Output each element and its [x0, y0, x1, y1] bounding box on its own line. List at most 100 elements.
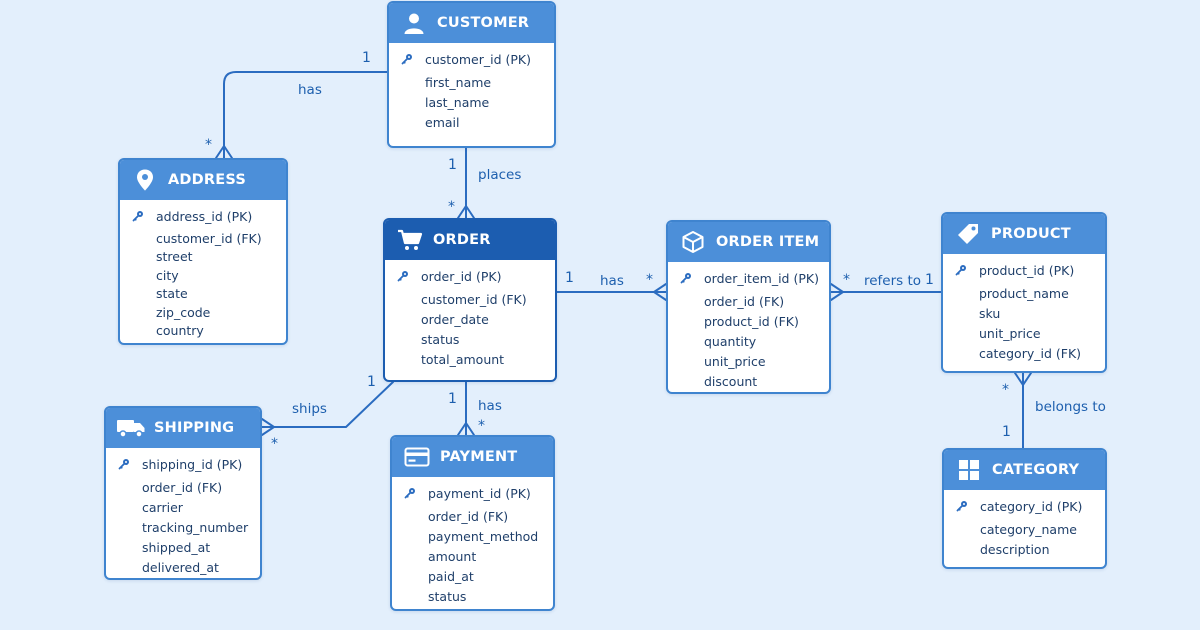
entity-category[interactable]: CATEGORY category_id (PK) category_name …	[942, 448, 1107, 569]
grid-icon	[956, 457, 982, 483]
field-row: quantity	[668, 331, 829, 351]
entity-payment[interactable]: PAYMENT payment_id (PK) order_id (FK) pa…	[390, 435, 555, 611]
field-row: status	[392, 586, 553, 606]
crowfoot-orderitem-left	[653, 283, 667, 301]
field-name: shipped_at	[142, 539, 211, 555]
field-row: order_item_id (PK)	[668, 268, 829, 288]
field-row: total_amount	[385, 349, 555, 369]
field-row: customer_id (FK)	[385, 289, 555, 309]
entity-payment-header[interactable]: PAYMENT	[392, 437, 553, 477]
field-name: delivered_at	[142, 559, 219, 575]
entity-customer-header[interactable]: CUSTOMER	[389, 3, 554, 43]
field-name: category_name	[980, 521, 1077, 537]
field-name: country	[156, 323, 204, 339]
field-name: order_item_id (PK)	[704, 270, 819, 286]
field-row: zip_code	[120, 303, 286, 322]
entity-product-header[interactable]: PRODUCT	[943, 214, 1105, 254]
field-name: street	[156, 249, 193, 265]
entity-order-header[interactable]: ORDER	[385, 220, 555, 260]
card-order-payment-many: *	[478, 418, 485, 434]
field-row: street	[120, 248, 286, 267]
rel-label-order-shipping: ships	[292, 401, 327, 417]
entity-order-item[interactable]: ORDER ITEM order_item_id (PK) order_id (…	[666, 220, 831, 394]
box-icon	[680, 229, 706, 255]
entity-payment-fields: payment_id (PK) order_id (FK) payment_me…	[392, 477, 553, 606]
field-row: shipping_id (PK)	[106, 454, 260, 474]
field-name: tracking_number	[142, 519, 249, 535]
key-icon	[668, 272, 704, 284]
tag-icon	[955, 221, 981, 247]
field-row: unit_price	[668, 351, 829, 371]
entity-order-fields: order_id (PK) customer_id (FK) order_dat…	[385, 260, 555, 369]
entity-order[interactable]: ORDER order_id (PK) customer_id (FK) ord…	[383, 218, 557, 382]
field-row: address_id (PK)	[120, 206, 286, 226]
entity-shipping[interactable]: SHIPPING shipping_id (PK) order_id (FK) …	[104, 406, 262, 580]
field-name: description	[980, 541, 1050, 557]
entity-order-title: ORDER	[433, 232, 491, 248]
entity-address[interactable]: ADDRESS address_id (PK) customer_id (FK)…	[118, 158, 288, 345]
field-name: payment_id (PK)	[428, 485, 531, 501]
connector-customer-address	[223, 71, 388, 159]
field-row: category_id (PK)	[944, 496, 1105, 516]
rel-label-orderitem-product: refers to	[864, 273, 922, 289]
key-icon	[392, 487, 428, 499]
card-order-shipping-one: 1	[367, 374, 376, 390]
entity-product[interactable]: PRODUCT product_id (PK) product_name sku…	[941, 212, 1107, 373]
field-name: quantity	[704, 333, 757, 349]
entity-category-title: CATEGORY	[992, 462, 1080, 478]
field-name: order_date	[421, 311, 489, 327]
field-name: shipping_id (PK)	[142, 456, 243, 472]
entity-address-title: ADDRESS	[168, 172, 246, 188]
field-name: sku	[979, 305, 1001, 321]
field-name: order_id (FK)	[704, 293, 785, 309]
field-name: customer_id (PK)	[425, 51, 531, 67]
entity-customer-fields: customer_id (PK) first_name last_name em…	[389, 43, 554, 132]
entity-order-item-header[interactable]: ORDER ITEM	[668, 222, 829, 262]
rel-label-customer-address: has	[298, 82, 322, 98]
entity-product-fields: product_id (PK) product_name sku unit_pr…	[943, 254, 1105, 363]
card-order-orderitem-one: 1	[565, 270, 574, 286]
field-row: payment_id (PK)	[392, 483, 553, 503]
rel-label-product-category: belongs to	[1035, 399, 1106, 415]
field-name: product_name	[979, 285, 1069, 301]
field-row: shipped_at	[106, 537, 260, 557]
field-row: order_id (FK)	[392, 506, 553, 526]
card-customer-address-one: 1	[362, 50, 371, 66]
card-orderitem-product-one: 1	[925, 272, 934, 288]
crowfoot-shipping	[261, 418, 275, 436]
field-row: order_id (PK)	[385, 266, 555, 286]
field-row: state	[120, 285, 286, 304]
entity-customer[interactable]: CUSTOMER customer_id (PK) first_name las…	[387, 1, 556, 148]
field-row: paid_at	[392, 566, 553, 586]
connector-order-shipping	[261, 381, 394, 428]
field-name: carrier	[142, 499, 183, 515]
entity-order-item-title: ORDER ITEM	[716, 234, 820, 250]
field-row: country	[120, 322, 286, 341]
field-name: customer_id (FK)	[156, 230, 262, 246]
field-row: description	[944, 539, 1105, 559]
field-row: city	[120, 266, 286, 285]
field-name: order_id (FK)	[428, 508, 509, 524]
card-customer-address-many: *	[205, 137, 212, 153]
entity-address-header[interactable]: ADDRESS	[120, 160, 286, 200]
map-pin-icon	[132, 167, 158, 193]
field-row: unit_price	[943, 323, 1105, 343]
field-name: discount	[704, 373, 758, 389]
card-product-category-many: *	[1002, 382, 1009, 398]
field-name: city	[156, 267, 179, 283]
field-row: order_id (FK)	[668, 291, 829, 311]
key-icon	[944, 500, 980, 512]
field-name: last_name	[425, 94, 490, 110]
entity-order-item-fields: order_item_id (PK) order_id (FK) product…	[668, 262, 829, 391]
field-row: category_name	[944, 519, 1105, 539]
entity-shipping-header[interactable]: SHIPPING	[106, 408, 260, 448]
card-order-payment-one: 1	[448, 391, 457, 407]
field-name: zip_code	[156, 304, 211, 320]
field-row: last_name	[389, 92, 554, 112]
credit-card-icon	[404, 444, 430, 470]
card-order-orderitem-many: *	[646, 272, 653, 288]
user-icon	[401, 10, 427, 36]
field-row: product_name	[943, 283, 1105, 303]
entity-category-header[interactable]: CATEGORY	[944, 450, 1105, 490]
key-icon	[120, 210, 156, 222]
